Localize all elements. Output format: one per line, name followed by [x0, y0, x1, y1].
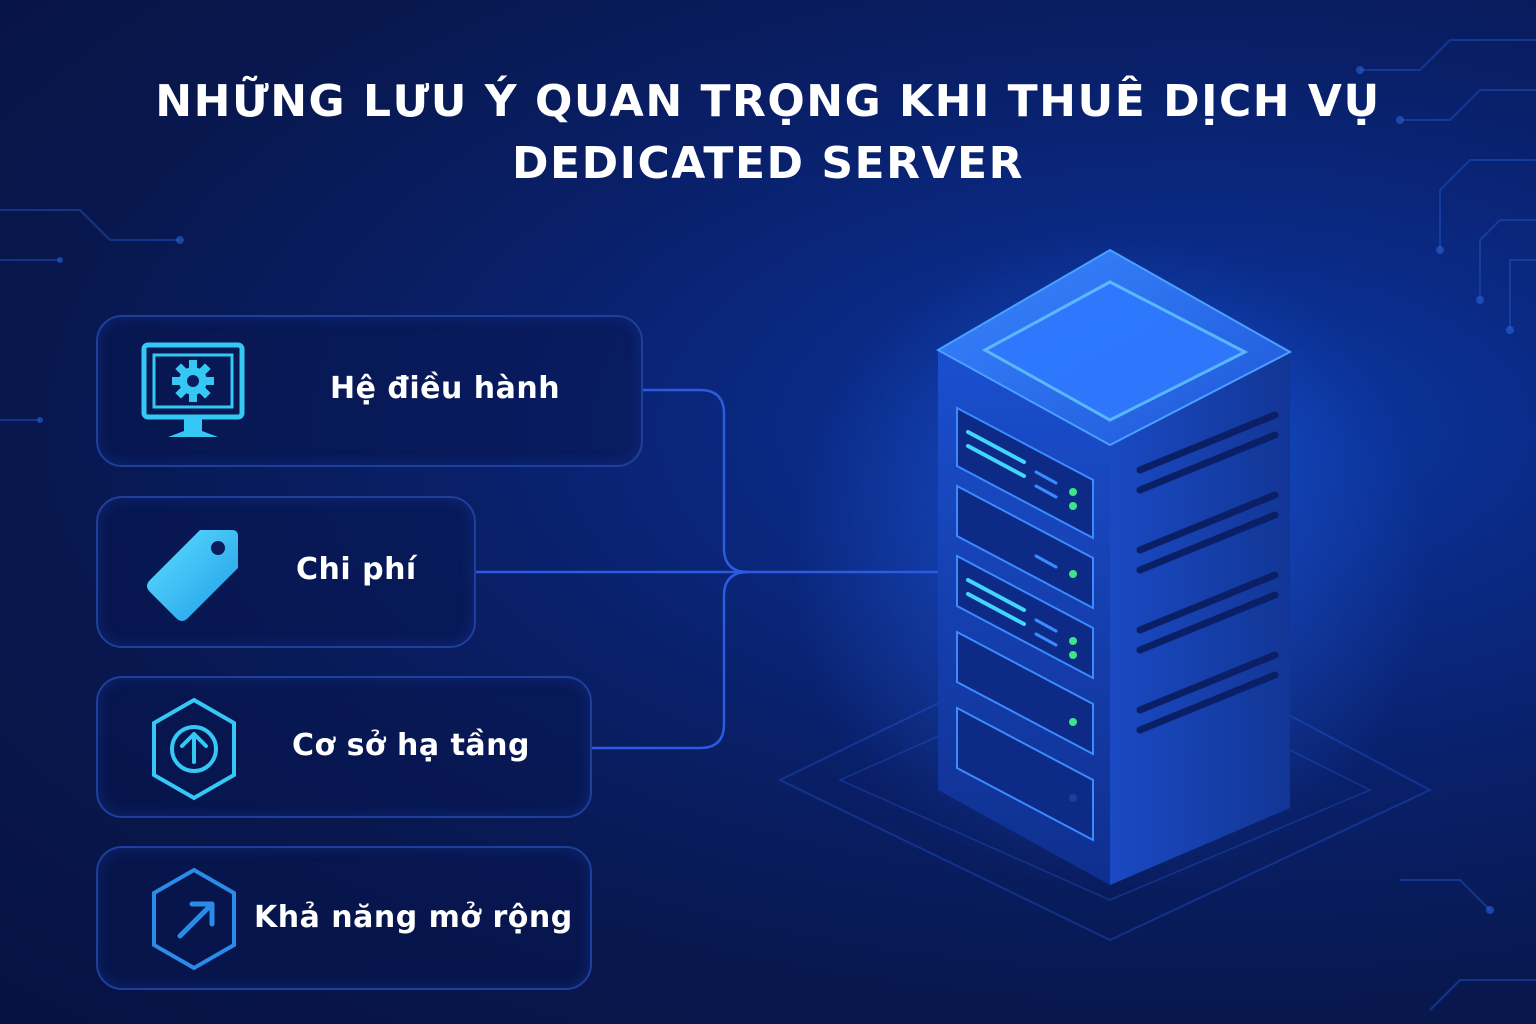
page-title-line-2: Dedicated Server: [512, 138, 1024, 189]
circuit-traces: [0, 39, 1536, 1011]
card-label-scalability: Khả năng mở rộng: [254, 900, 573, 935]
monitor-gear-icon: [141, 342, 245, 437]
hexagon-diagonal-arrow-icon: [152, 867, 236, 971]
card-label-cost: Chi phí: [296, 552, 417, 587]
server-tower: [935, 248, 1293, 885]
circuit-dots: [37, 66, 1514, 914]
page-title-line-1: Những lưu ý quan trọng khi thuê dịch vụ: [155, 76, 1381, 127]
price-tag-icon: [147, 530, 238, 621]
card-cost: Chi phí: [96, 496, 476, 648]
card-scalability: Khả năng mở rộng: [96, 846, 592, 990]
card-label-infrastructure: Cơ sở hạ tầng: [292, 728, 530, 763]
card-operating-system: Hệ điều hành: [96, 315, 643, 467]
connector-lines: [476, 388, 940, 750]
card-label-operating-system: Hệ điều hành: [330, 371, 561, 406]
card-infrastructure: Cơ sở hạ tầng: [96, 676, 592, 818]
hexagon-up-arrow-icon: [152, 697, 236, 801]
